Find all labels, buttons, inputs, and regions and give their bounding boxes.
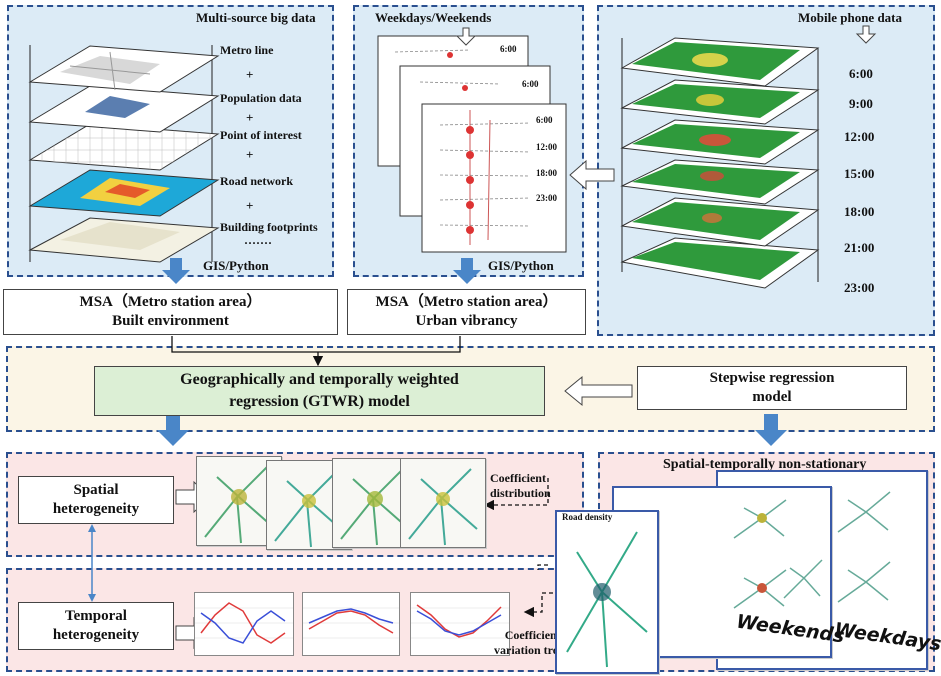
time-label: 12:00 [844, 129, 875, 144]
plus-sign: + [246, 147, 254, 162]
multi-source-layers [28, 45, 220, 263]
trend-chart [194, 592, 294, 656]
coefficient-map [400, 458, 486, 548]
spatial-line1: Spatial [73, 482, 119, 498]
layer-label-road: Road network [220, 174, 294, 188]
msa-built-environment-box: MSA（Metro station area） Built environmen… [3, 289, 338, 335]
layer-label-population: Population data [220, 91, 302, 105]
card-time: 23:00 [536, 193, 557, 203]
time-label: 15:00 [844, 166, 875, 181]
gtwr-model-box: Geographically and temporally weighted r… [94, 366, 545, 416]
stepwise-line2: model [752, 389, 792, 405]
plus-sign: + [246, 67, 254, 82]
time-label: 23:00 [844, 280, 875, 295]
trend-chart [410, 592, 510, 656]
gtwr-line1: Geographically and temporally weighted [180, 371, 459, 388]
msa-built-line1: MSA（Metro station area） [79, 294, 262, 310]
white-arrow-left-top [569, 159, 615, 191]
road-density-label: Road density [562, 512, 613, 522]
card-time: 18:00 [536, 168, 557, 178]
card-time: 6:00 [522, 79, 539, 89]
spatial-line2: heterogeneity [52, 501, 140, 517]
layer-label-metro: Metro line [220, 43, 274, 57]
spatial-heterogeneity-box: Spatial heterogeneity [18, 476, 174, 524]
weekday-cards [377, 35, 567, 253]
mobile-phone-title: Mobile phone data [798, 10, 903, 25]
layer-label-building: Building footprints [220, 220, 318, 234]
card-time: 12:00 [536, 142, 557, 152]
blue-arrow-2 [453, 258, 481, 284]
coefficient-variation-trend-label: Coefficient variation trend [494, 628, 572, 657]
white-arrow-down [855, 25, 877, 44]
trend-chart [302, 592, 400, 656]
non-stationary-title: Spatial-temporally non-stationary [663, 457, 867, 472]
tool-label-mid: GIS/Python [488, 258, 554, 273]
blue-arrow-1 [162, 258, 190, 284]
gtwr-line2: regression (GTWR) model [229, 393, 410, 410]
mobile-phone-layers [620, 37, 820, 289]
blue-arrow-4 [755, 414, 787, 446]
msa-urban-vibrancy-box: MSA（Metro station area） Urban vibrancy [347, 289, 586, 335]
ellipsis: ······· [244, 236, 273, 250]
temporal-line1: Temporal [65, 608, 127, 624]
stepwise-regression-box: Stepwise regression model [637, 366, 907, 410]
card-time: 6:00 [500, 44, 517, 54]
white-arrow-down-mid [455, 27, 477, 46]
layer-label-poi: Point of interest [220, 128, 302, 142]
temporal-heterogeneity-box: Temporal heterogeneity [18, 602, 174, 650]
plus-sign: + [246, 110, 254, 125]
card-time: 6:00 [536, 115, 553, 125]
coefficient-distribution-label: Coefficient distribution [490, 471, 551, 500]
plus-sign: + [246, 198, 254, 213]
blue-arrow-3 [157, 414, 189, 446]
time-label: 6:00 [849, 66, 873, 81]
tool-label-left: GIS/Python [203, 258, 269, 273]
time-label: 9:00 [849, 96, 873, 111]
road-density-map [555, 510, 659, 674]
temporal-line2: heterogeneity [52, 627, 140, 643]
msa-built-line2: Built environment [112, 313, 229, 329]
msa-vibrancy-line1: MSA（Metro station area） [375, 294, 558, 310]
white-arrow-left-model [564, 375, 633, 407]
weekday-weekend-title: Weekdays/Weekends [375, 10, 492, 25]
time-label: 21:00 [844, 240, 875, 255]
msa-vibrancy-line2: Urban vibrancy [415, 313, 518, 329]
multi-source-title: Multi-source big data [196, 10, 316, 25]
stepwise-line1: Stepwise regression [709, 370, 835, 386]
time-label: 18:00 [844, 204, 875, 219]
